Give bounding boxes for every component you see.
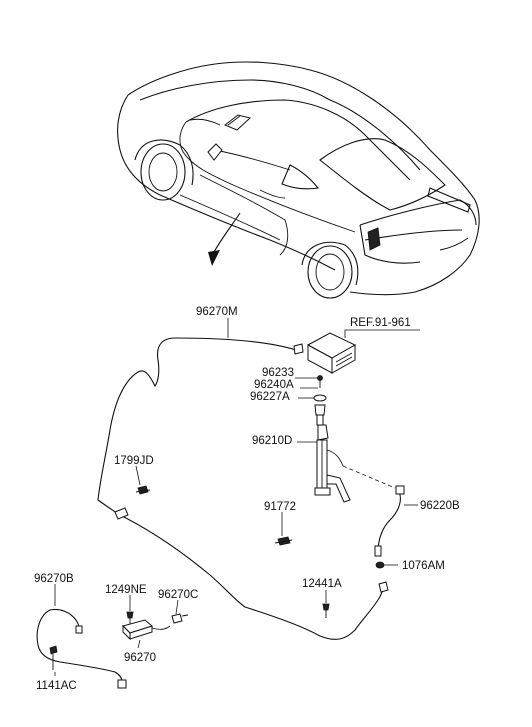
- antenna-cable-assembly: [36, 332, 405, 689]
- label-1799JD: 1799JD: [114, 455, 154, 467]
- label-96270M: 96270M: [196, 306, 238, 318]
- label-96233: 96233: [262, 367, 294, 379]
- label-96220B: 96220B: [420, 500, 460, 512]
- label-91772: 91772: [264, 501, 296, 513]
- label-96210D: 96210D: [252, 435, 292, 447]
- label-ref-91-961: REF.91-961: [350, 317, 411, 329]
- label-1076AM: 1076AM: [402, 560, 445, 572]
- leader-lines: [54, 318, 420, 676]
- label-96227A: 96227A: [250, 391, 290, 403]
- label-96240A: 96240A: [254, 379, 294, 391]
- label-96270: 96270: [124, 652, 156, 664]
- label-1141AC: 1141AC: [36, 680, 77, 692]
- part-labels: 96270M REF.91-961 96233 96240A 96227A 96…: [34, 306, 460, 692]
- label-1249NE: 1249NE: [105, 584, 147, 596]
- vehicle-illustration: [117, 61, 480, 299]
- label-12441A: 12441A: [302, 578, 342, 590]
- label-96270C: 96270C: [158, 589, 198, 601]
- label-96270B: 96270B: [34, 573, 74, 585]
